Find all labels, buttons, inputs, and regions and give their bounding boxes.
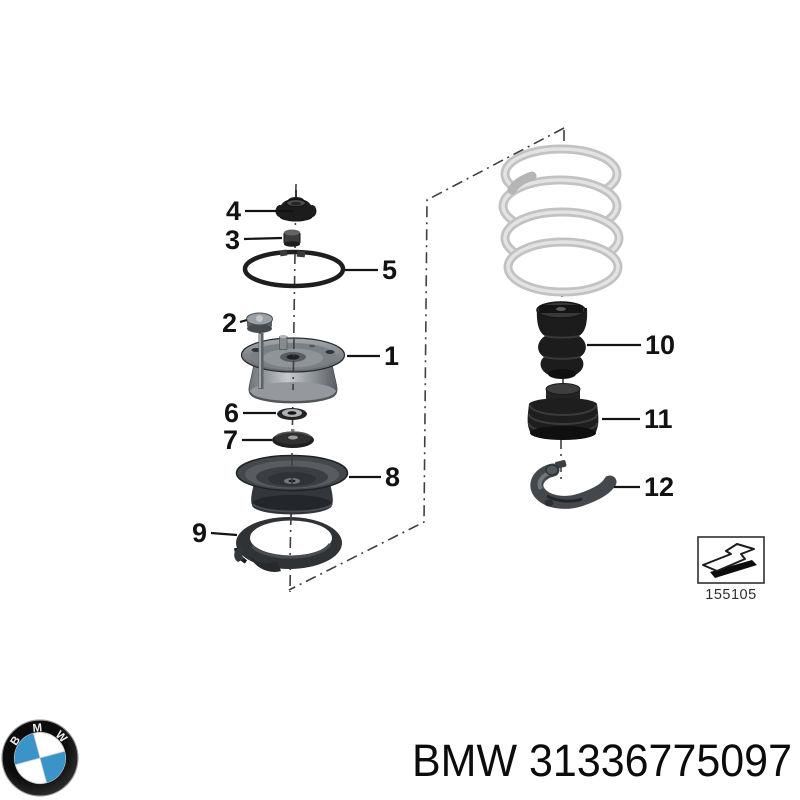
leader-line-2 — [239, 318, 248, 324]
logo-letter-m: M — [32, 722, 43, 735]
callout-10: 10 — [645, 330, 675, 360]
bmw-logo: B M W — [1, 719, 79, 797]
part-8-spring-seat — [235, 454, 349, 515]
callout-6: 6 — [224, 398, 239, 428]
callout-9: 9 — [192, 518, 207, 548]
part-2-flange-nut — [246, 312, 273, 389]
part-11-bellows — [527, 383, 599, 440]
callout-numbers: 1 2 3 4 5 6 7 8 9 10 11 12 — [192, 196, 675, 548]
part-12-clamp — [530, 460, 617, 509]
axis-overlays — [289, 337, 295, 560]
image-ref-code: 155105 — [705, 587, 756, 603]
leader-lines — [210, 209, 641, 537]
part-4-support-cap — [275, 190, 317, 222]
part-5-gasket-ring — [242, 249, 346, 289]
part-6-washer — [277, 408, 307, 420]
logo-quadrants — [14, 732, 66, 784]
arrow-3d-icon — [702, 543, 757, 578]
part-3-nut — [283, 229, 301, 247]
callout-8: 8 — [385, 462, 400, 492]
leader-line-3 — [243, 236, 283, 241]
callout-3: 3 — [225, 225, 240, 255]
callout-5: 5 — [382, 255, 397, 285]
section-boundary-line — [288, 127, 565, 591]
callout-2: 2 — [222, 308, 237, 338]
callout-1: 1 — [384, 341, 399, 371]
image-ref-box: 155105 — [697, 536, 765, 603]
axis-over-part-9 — [289, 513, 292, 560]
part-1-support-bearing — [240, 334, 346, 404]
part-7-washer-disc — [272, 429, 314, 448]
part-number-text: BMW 31336775097 — [412, 735, 792, 786]
leader-line-9 — [210, 531, 238, 537]
coil-spring — [498, 144, 624, 297]
callout-11: 11 — [644, 404, 673, 434]
callout-4: 4 — [226, 196, 241, 226]
callout-7: 7 — [223, 425, 238, 455]
callout-12: 12 — [644, 472, 674, 502]
part-9-spring-pad — [234, 517, 342, 572]
part-10-bump-stop — [536, 301, 588, 379]
axis-over-part-1 — [292, 337, 295, 391]
